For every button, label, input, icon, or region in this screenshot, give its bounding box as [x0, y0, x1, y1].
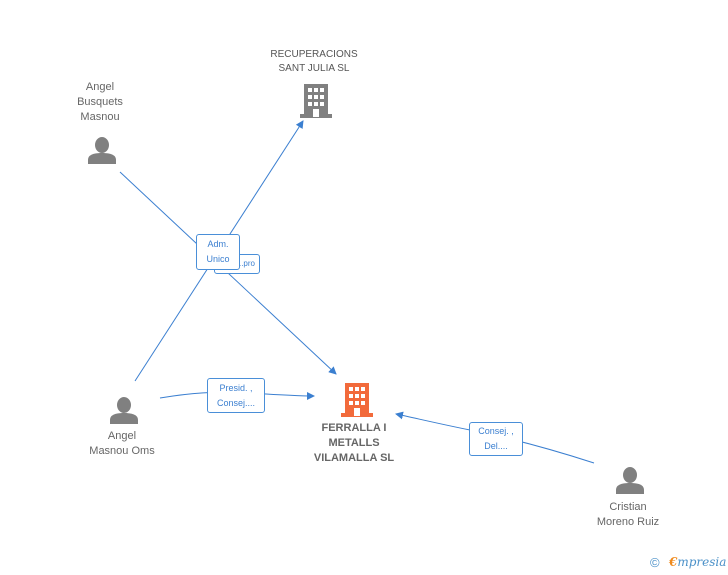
company-name-line2: SANT JULIA SL — [278, 63, 350, 74]
edge-label-presid[interactable]: Presid. , Consej.... — [207, 378, 265, 413]
company-label-recuperaciones: RECUPERACIONS SANT JULIA SL — [256, 48, 372, 76]
person-name-line2: Masnou Oms — [89, 445, 155, 457]
company-name-line1: FERRALLA I — [321, 422, 387, 434]
edge-label-text: ...pro — [236, 259, 255, 268]
person-label-cristian: Cristian Moreno Ruiz — [578, 500, 678, 530]
brand-logo[interactable]: €mpresia — [669, 555, 726, 569]
edge-label-line2: Del.... — [484, 441, 508, 451]
copyright-symbol: © — [650, 555, 660, 570]
building-icon[interactable] — [341, 383, 373, 417]
person-name-line1: Angel — [107, 430, 137, 442]
brand-initial: € — [669, 555, 678, 569]
person-name-line1: Cristian — [609, 501, 647, 513]
person-icon[interactable] — [615, 466, 645, 494]
building-icon[interactable] — [300, 84, 332, 118]
edge-label-line1: Presid. , — [219, 383, 253, 393]
company-label-ferralla: FERRALLA I METALLS VILAMALLA SL — [299, 421, 409, 466]
person-label-angel-masnou: Angel Masnou Oms — [72, 429, 172, 459]
edge-label-adm-unico[interactable]: Adm. Unico — [196, 234, 240, 270]
person-name-line1: Angel — [85, 81, 115, 93]
person-label-angel-busquets: Angel Busquets Masnou — [60, 80, 140, 125]
edge-label-consej-del[interactable]: Consej. , Del.... — [469, 422, 523, 456]
brand-name: mpresia — [677, 555, 727, 569]
person-name-line2: Busquets — [77, 96, 123, 108]
edge-label-line1: Consej. , — [478, 426, 514, 436]
edge-label-line2: Unico — [206, 254, 230, 264]
person-name-line2: Moreno Ruiz — [596, 516, 660, 528]
person-icon[interactable] — [109, 396, 139, 424]
company-name-line3: VILAMALLA SL — [313, 452, 395, 464]
person-name-line3: Masnou — [80, 111, 120, 123]
company-name-line1: RECUPERACIONS — [270, 49, 358, 60]
edge-label-line2: Consej.... — [216, 398, 256, 408]
person-icon[interactable] — [87, 136, 117, 164]
edge-label-line1: Adm. — [207, 239, 229, 249]
company-name-line2: METALLS — [328, 437, 380, 449]
